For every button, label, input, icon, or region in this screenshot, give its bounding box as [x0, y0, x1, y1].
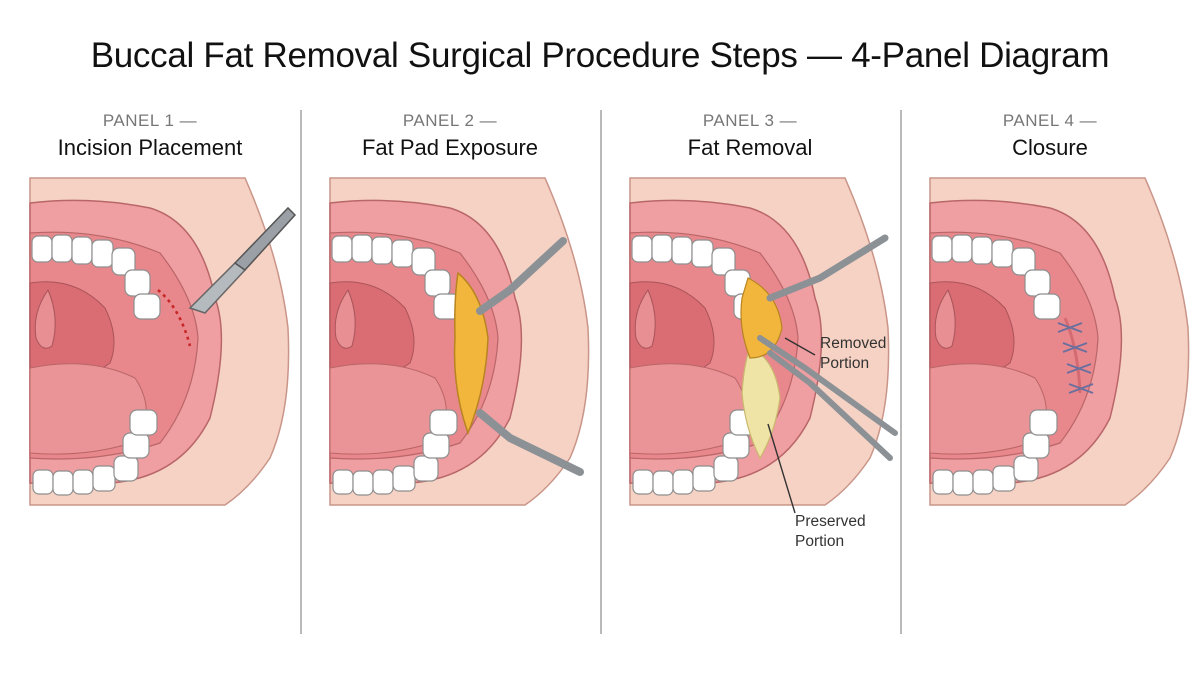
panel-number: PANEL 3 —	[702, 111, 798, 130]
exposure-illustration	[329, 177, 590, 506]
panel-name: Fat Removal	[687, 135, 813, 160]
panel-name: Incision Placement	[57, 135, 243, 160]
preserved-label: Preserved	[795, 513, 866, 530]
suture-icon	[1057, 322, 1094, 394]
scalpel-icon	[188, 206, 297, 314]
panel-incision-placement: PANEL 1 — Incision Placement	[0, 108, 300, 668]
panel-closure: PANEL 4 — Closure	[900, 108, 1200, 668]
retractor-icon	[766, 234, 889, 302]
page-title: Buccal Fat Removal Surgical Procedure St…	[90, 36, 1110, 75]
preserved-label: Portion	[795, 533, 844, 550]
removed-label: Portion	[820, 355, 869, 372]
panel-divider	[900, 110, 902, 634]
panel-name: Closure	[1012, 135, 1088, 160]
forceps-icon	[757, 335, 898, 461]
removed-label: Removed	[820, 335, 886, 352]
panel-divider	[300, 110, 302, 634]
panel-number: PANEL 2 —	[402, 111, 498, 130]
incision-illustration	[29, 177, 297, 506]
closure-illustration	[929, 177, 1190, 506]
retractor-icon	[476, 237, 584, 476]
panel-divider	[600, 110, 602, 634]
panel-name: Fat Pad Exposure	[361, 135, 539, 160]
fat-removal-illustration: Removed Portion Preserved Portion	[629, 177, 898, 550]
panel-number: PANEL 4 —	[1002, 111, 1098, 130]
panel-fat-removal: PANEL 3 — Fat Removal Removed Portion Pr…	[600, 108, 900, 668]
panel-fat-pad-exposure: PANEL 2 — Fat Pad Exposure	[300, 108, 600, 668]
panel-number: PANEL 1 —	[102, 111, 198, 130]
incision-line	[157, 288, 192, 347]
